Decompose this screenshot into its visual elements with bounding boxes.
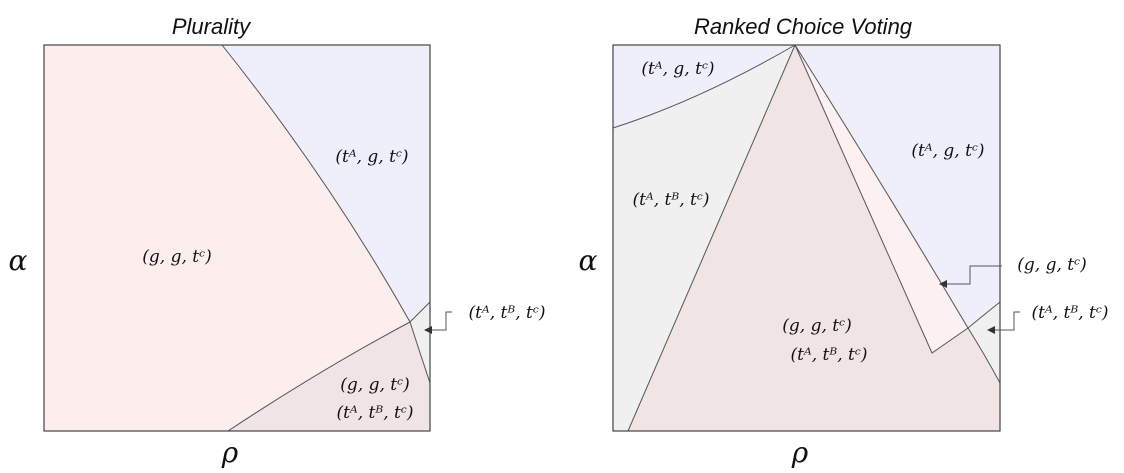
plurality-callout-arrowhead: [424, 326, 432, 334]
rcv-boundary-left-line: [627, 44, 796, 432]
plurality-label-mixed-bottom: (tᴬ, tᴮ, tᶜ): [337, 403, 414, 423]
rcv-x-axis-label: ρ: [791, 436, 809, 469]
rcv-label-grey-right: (tᴬ, tᴮ, tᶜ): [1032, 303, 1109, 323]
plurality-panel: Plurality (g, g, tᶜ) (tᴬ, g, tᶜ) (g, g, …: [9, 14, 546, 469]
plurality-region-blue: [222, 45, 430, 322]
plurality-x-axis-label: ρ: [221, 436, 239, 469]
plurality-frame: [43, 44, 431, 432]
rcv-frame: [612, 44, 1001, 432]
rcv-label-grey-left: (tᴬ, tᴮ, tᶜ): [633, 190, 710, 210]
rcv-region-pink-sliver: [795, 45, 968, 353]
rcv-boundary-inner-line: [794, 44, 1001, 354]
rcv-label-mixed-top: (g, g, tᶜ): [782, 316, 851, 336]
rcv-title: Ranked Choice Voting: [694, 14, 913, 39]
plurality-y-axis-label: α: [9, 244, 28, 277]
plurality-label-mixed-top: (g, g, tᶜ): [340, 375, 409, 395]
rcv-callout-grey-arrowhead: [987, 326, 995, 334]
rcv-y-axis-label: α: [579, 244, 598, 277]
rcv-panel: Ranked Choice Voting (tᴬ, g, tᶜ) (tᴬ, g,…: [579, 14, 1109, 469]
rcv-region-grey-right: [968, 302, 1000, 383]
rcv-callout-pink-arrow: [946, 265, 1002, 285]
rcv-region-mixed: [628, 45, 1000, 431]
plurality-label-pink: (g, g, tᶜ): [142, 247, 211, 267]
rcv-region-blue-top-left: [613, 45, 795, 128]
rcv-region-blue-right: [795, 45, 1000, 328]
plurality-region-grey: [410, 302, 430, 383]
plurality-region-mixed: [228, 322, 430, 431]
rcv-boundary-outer-curve: [794, 44, 1001, 384]
plurality-boundary-lower: [227, 301, 431, 432]
rcv-callout-grey-arrow: [994, 311, 1020, 331]
rcv-region-grey-left: [613, 45, 795, 431]
rcv-label-blue-right: (tᴬ, g, tᶜ): [911, 141, 984, 161]
rcv-label-pink-sliver: (g, g, tᶜ): [1017, 255, 1086, 275]
rcv-label-mixed-bottom: (tᴬ, tᴮ, tᶜ): [791, 345, 868, 365]
plurality-callout-arrow: [430, 311, 452, 331]
plurality-label-grey: (tᴬ, tᴮ, tᶜ): [469, 303, 546, 323]
rcv-callout-pink-arrowhead: [939, 280, 947, 288]
plurality-label-blue: (tᴬ, g, tᶜ): [335, 147, 408, 167]
plurality-boundary-curve: [221, 44, 431, 384]
plurality-title: Plurality: [172, 14, 252, 39]
rcv-boundary-top-curve: [612, 44, 796, 129]
plurality-region-pink: [44, 45, 410, 431]
rcv-label-blue-top-left: (tᴬ, g, tᶜ): [641, 59, 714, 79]
